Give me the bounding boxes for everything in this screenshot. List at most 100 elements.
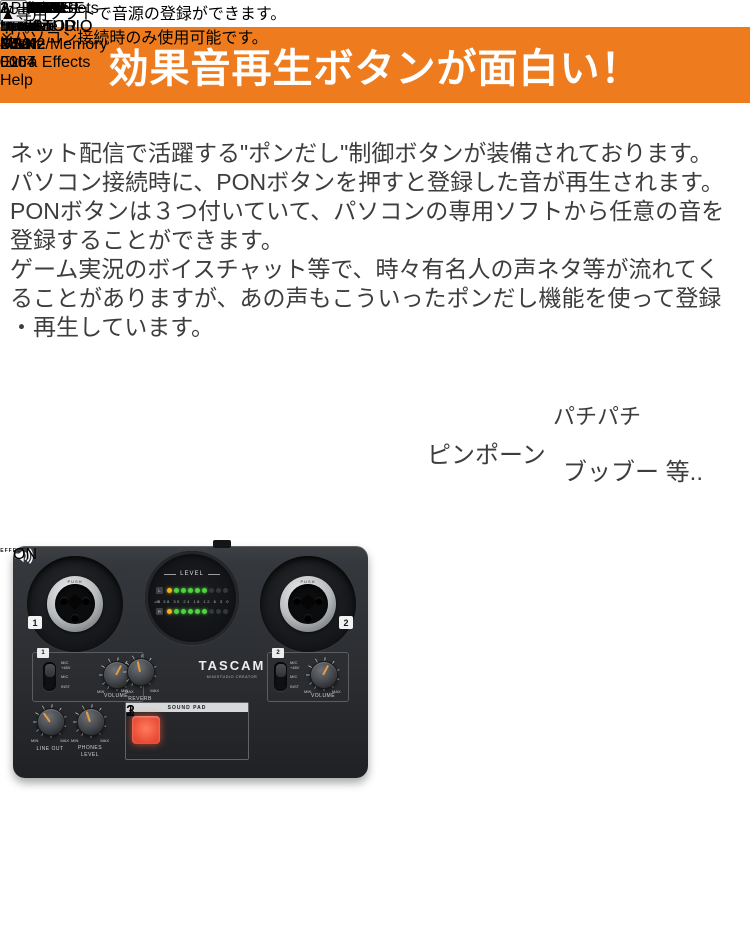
line-out-label: LINE OUT [36,746,64,752]
switch-knob [275,664,286,677]
phones-label: PHONES [77,745,103,751]
max-label: MAX [60,738,69,743]
led-dot [188,609,193,614]
caption-line-2: ※パソコン接続時のみ使用可能です。 [0,30,268,47]
db-label: -dB [154,599,161,604]
volume-label: VOLUME [103,693,129,699]
level-scale: 38 30 24 18 12 6 3 0 [163,599,230,604]
switch-label: MIC [61,660,69,665]
min-label: MIN [31,738,39,743]
switch-label: +48V [290,665,300,670]
switch-label: +48V [61,665,71,670]
intro-line: ネット配信で活躍する"ポンだし"制御ボタンが装備されております。 [10,140,713,166]
switch-label: MIC [290,674,298,679]
info-value: CREATOR US-42 [0,18,77,53]
menu-extra-effects[interactable]: Extra Effects [0,54,91,71]
max-label: MAX [100,738,109,743]
pon-number-2: 2 [0,0,9,17]
led-row-right: R [145,608,239,615]
phones-level-knob [73,704,107,738]
intro-line: ることがありますが、あの声もこういったポンだし機能を使って登録 [10,285,722,311]
volume-label: VOLUME [310,693,336,699]
caption-line-1: ▲専用ソフトで音源の登録ができます。 [0,6,287,23]
knob-body [37,708,65,736]
volume-knob-2 [306,657,340,691]
input-select-switch-1 [43,662,56,691]
level-scale-row: -dB 38 30 24 18 12 6 3 0 [145,599,239,604]
intro-line: 登録することができます。 [10,227,284,253]
knob-pointer [136,661,141,673]
max-label: MAX [0,36,35,53]
sound-pad-button-3 [214,716,242,744]
info-software-version: Software version 2.33 0104 [0,0,63,72]
minimize-button[interactable]: − [0,36,10,53]
max-label: MAX [0,36,35,53]
channel-2-controls: 2 MIC +48V MIC INST MIN MAX VOLUME [267,648,349,702]
switch-label: INST [290,684,300,689]
intro-line: ゲーム実況のボイスチャット等で、時々有名人の声ネタ等が流れてく [10,256,720,282]
min-label: MIN [121,688,129,693]
min-label: MIN [304,689,312,694]
maximize-button[interactable]: □ [13,36,24,53]
sound-example-pachipachi: パチパチ [553,404,642,429]
level-title: LEVEL [180,571,204,577]
xlr-pin-hole [60,597,68,605]
led-dot [174,609,179,614]
intro-paragraph: ネット配信で活躍する"ポンだし"制御ボタンが装備されております。 パソコン接続時… [10,139,744,342]
level-title-row: LEVEL [145,571,239,577]
combo-jack-input-2: PUSH [260,556,356,652]
max-label: MAX [125,689,134,694]
jack-push-label: PUSH [67,579,83,584]
led-dot [216,609,221,614]
led-dot [181,588,186,593]
reverb-knob [123,654,157,688]
led-dot [174,588,179,593]
pon-number-3: 3 [0,0,9,17]
channel-r-tag: R [156,608,163,615]
level-title-line [164,573,177,575]
window-controls: − □ × [0,36,92,54]
info-value: 2.33 0104 [0,36,36,71]
brand-logo: TASCAM [198,658,266,673]
switch-label: INST [61,684,71,689]
line-out-knob-unit: MIN MAX LINE OUT [26,704,74,760]
pon-number-1: 1 [0,0,9,17]
knob-body [310,661,338,689]
menu-initialize[interactable]: Initialize [0,18,58,35]
on-label: ON [13,546,37,563]
pad-number: 2 [126,703,135,720]
pon-on-button [13,546,33,571]
xlr-pin-hole [82,597,90,605]
menu-help[interactable]: Help [0,72,33,89]
sound-example-pinpon: ピンポーン [427,442,546,469]
reverb-knob-unit: MIN MAX REVERB [116,654,164,710]
led-dot [167,609,172,614]
combo-jack-input-1: PUSH [27,556,123,652]
max-label: MAX [332,689,341,694]
led-dot [223,588,228,593]
led-dot [202,609,207,614]
channel-l-tag: L [156,587,163,594]
level-title-line [207,573,220,575]
model-label: MINISTUDIO CREATOR [206,675,258,679]
phones-level-label: LEVEL [80,752,100,758]
pon-name-field-3[interactable]: APPLAUSE ! [0,0,85,35]
led-dot [195,609,200,614]
reverb-label: REVERB [128,696,152,702]
info-value: 2.30 0057 [0,36,36,71]
led-dot [223,609,228,614]
brand-block: TASCAM MINISTUDIO CREATOR [187,658,277,679]
led-dot [181,609,186,614]
sound-pad-section: SOUND PAD 1 2 3 [125,702,249,760]
xlr-pin-hole [315,597,323,605]
menu-scene-memory[interactable]: Scene/Memory [0,36,108,53]
pad-number: 1 [126,703,135,720]
channel-2-badge: 2 [272,648,284,658]
switch-knob [44,664,55,677]
pon-loop-button-3[interactable]: ↻ [0,0,28,22]
xlr-pin-hole [71,614,79,622]
speaker-icon [15,548,33,564]
close-button[interactable]: × [27,36,38,53]
led-dot [209,609,214,614]
level-meter-display: LEVEL L -dB 38 30 24 18 12 6 3 0 R [145,551,239,645]
